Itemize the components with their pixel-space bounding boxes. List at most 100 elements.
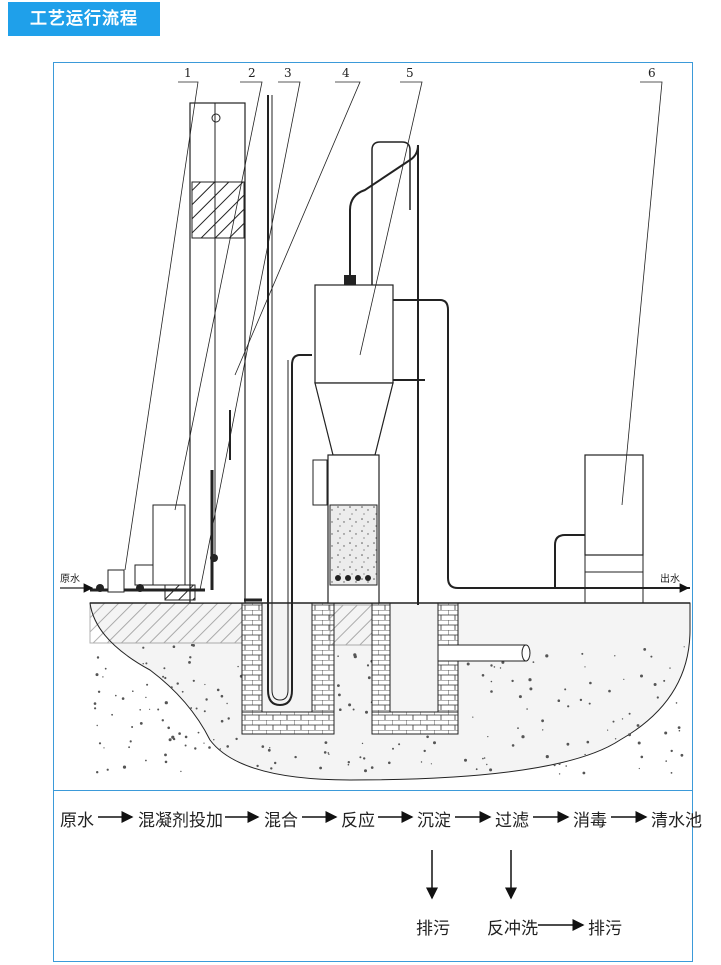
clarifier — [312, 275, 394, 604]
soil-speck — [149, 708, 151, 710]
soil-speck — [102, 676, 104, 678]
soil-speck — [203, 742, 205, 744]
soil-speck — [96, 771, 99, 774]
pit-right — [329, 602, 459, 735]
soil-speck — [171, 735, 175, 739]
soil-speck — [511, 744, 515, 747]
soil-speck — [95, 673, 99, 677]
soil-speck — [398, 743, 401, 746]
flow-step-coagulant-dosing: 混凝剂投加 — [138, 811, 223, 831]
callout-5: 5 — [406, 66, 414, 80]
drain-pipe — [437, 644, 531, 662]
soil-speck — [162, 675, 165, 678]
soil-speck — [675, 702, 678, 704]
callout-6: 6 — [648, 66, 656, 80]
soil-speck — [96, 656, 100, 659]
soil-speck — [487, 736, 489, 738]
soil-speck — [670, 749, 673, 753]
flow-step-disinfection: 消毒 — [573, 811, 607, 831]
section-title: 工艺运行流程 — [8, 2, 160, 36]
soil-speck — [669, 667, 671, 669]
outlet-label: 出水 — [660, 574, 680, 585]
soil-speck — [388, 761, 391, 765]
soil-speck — [164, 760, 168, 764]
soil-speck — [366, 664, 370, 667]
soil-speck — [656, 696, 659, 699]
clear-water-tank — [554, 454, 644, 603]
soil-speck — [338, 693, 341, 697]
soil-speck — [586, 740, 590, 744]
soil-speck — [139, 709, 141, 711]
soil-speck — [359, 756, 362, 759]
soil-speck — [128, 746, 131, 749]
soil-speck — [237, 665, 239, 668]
soil-speck — [347, 761, 350, 764]
soil-speck — [180, 770, 182, 773]
flow-step-raw-water: 原水 — [60, 811, 94, 831]
soil-speck — [352, 708, 355, 711]
soil-speck — [564, 688, 567, 691]
soil-speck — [545, 654, 549, 658]
flow-step-filtration: 过滤 — [495, 811, 529, 831]
soil-speck — [683, 646, 685, 648]
soil-speck — [608, 689, 611, 693]
soil-speck — [145, 662, 148, 665]
soil-speck — [640, 755, 644, 759]
soil-speck — [621, 718, 624, 720]
soil-speck — [97, 690, 101, 693]
soil-speck — [558, 773, 561, 775]
soil-speck — [638, 767, 640, 770]
soil-speck — [142, 646, 145, 649]
soil-speck — [589, 681, 592, 685]
u-pipe — [244, 95, 312, 707]
soil-speck — [490, 690, 493, 693]
soil-speck — [216, 688, 220, 692]
soil-speck — [170, 686, 173, 689]
soil-speck — [612, 720, 615, 723]
soil-speck — [142, 663, 144, 665]
soil-speck — [490, 664, 493, 667]
soil-speck — [184, 735, 188, 739]
flow-step-clear-water-tank: 清水池 — [651, 811, 702, 831]
soil-speck — [145, 696, 147, 699]
soil-speck — [274, 761, 277, 765]
soil-speck — [363, 757, 366, 760]
callout-1: 1 — [184, 66, 192, 80]
soil-speck — [181, 690, 184, 693]
soil-speck — [588, 702, 591, 705]
soil-speck — [426, 735, 429, 739]
soil-speck — [423, 749, 426, 753]
soil-speck — [489, 768, 493, 772]
soil-speck — [475, 768, 478, 771]
dosing-tank — [152, 504, 186, 586]
soil-speck — [653, 683, 657, 686]
soil-speck — [104, 667, 107, 670]
soil-speck — [168, 738, 172, 742]
soil-speck — [499, 667, 502, 669]
soil-speck — [541, 719, 544, 723]
soil-speck — [483, 757, 486, 759]
soil-speck — [637, 741, 641, 745]
soil-speck — [486, 763, 488, 766]
flow-arrows — [98, 811, 648, 931]
mixing-tower — [189, 102, 246, 604]
soil-speck — [93, 702, 97, 705]
soil-speck — [640, 674, 643, 678]
soil-speck — [220, 694, 224, 698]
soil-speck — [164, 701, 168, 705]
soil-speck — [129, 740, 132, 743]
soil-speck — [664, 731, 668, 735]
flow-step-settle-discharge: 排污 — [416, 919, 450, 939]
soil-speck — [294, 755, 297, 759]
soil-speck — [184, 744, 187, 747]
soil-speck — [192, 644, 196, 647]
soil-speck — [323, 751, 327, 754]
soil-speck — [139, 722, 143, 725]
soil-speck — [466, 662, 470, 666]
flow-step-reaction: 反应 — [341, 811, 375, 831]
soil-speck — [145, 759, 147, 762]
soil-speck — [111, 713, 113, 716]
soil-speck — [270, 767, 273, 770]
soil-speck — [190, 707, 193, 709]
soil-speck — [665, 760, 667, 762]
